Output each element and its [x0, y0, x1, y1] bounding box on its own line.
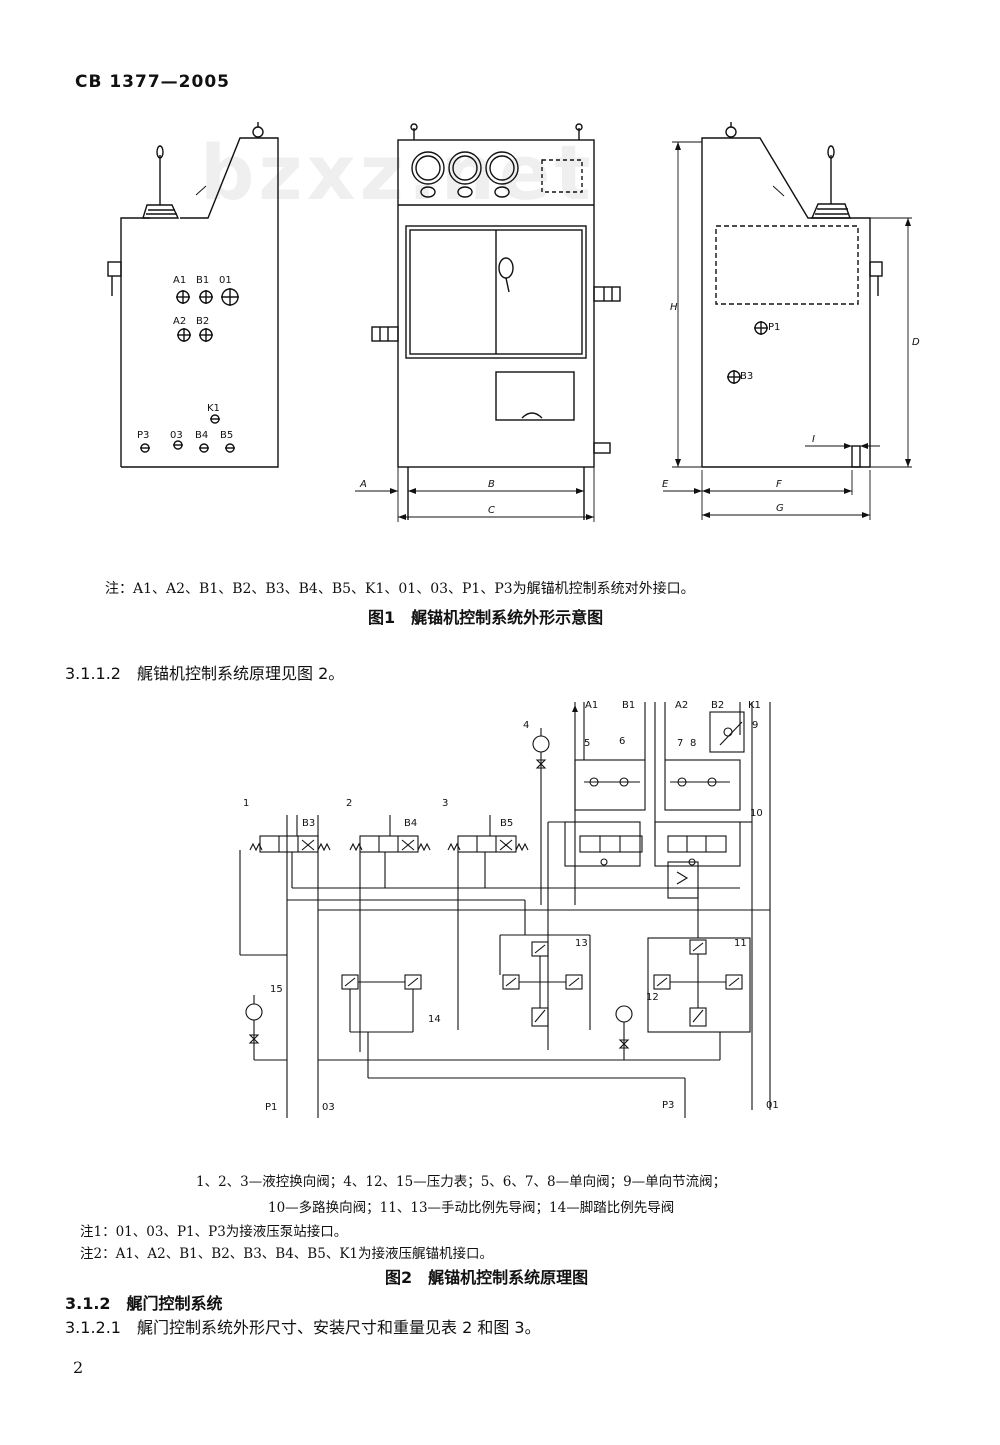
figure-1-drawing: A1 B1 01 A2 B2 K1 P3 03 B4 B5 P1 B3 A B …: [107, 122, 920, 522]
dim-b: B: [488, 479, 495, 490]
item-8: 8: [690, 738, 696, 749]
item-9: 9: [752, 720, 758, 731]
port-label-b5: B5: [220, 430, 233, 441]
item-2: 2: [346, 798, 352, 809]
port-label-b2: B2: [196, 316, 209, 327]
bottom-port-03: 03: [322, 1102, 335, 1113]
dim-i: I: [812, 434, 815, 445]
page-number: 2: [73, 1358, 84, 1377]
bottom-port-p3: P3: [662, 1100, 674, 1111]
port-label-p3: P3: [137, 430, 149, 441]
item-15: 15: [270, 984, 283, 995]
valve-port-b4: B4: [404, 818, 417, 829]
section-3-1-2-1: 3.1.2.1 艉门控制系统外形尺寸、安装尺寸和重量见表 2 和图 3。: [65, 1318, 541, 1337]
port-label-03: 03: [170, 430, 183, 441]
valve-port-b5: B5: [500, 818, 513, 829]
item-4: 4: [523, 720, 529, 731]
section-3-1-1-2: 3.1.1.2 艉锚机控制系统原理见图 2。: [65, 664, 345, 683]
dim-c: C: [488, 505, 495, 516]
figure-2-legend-1: 1、2、3—液控换向阀；4、12、15—压力表；5、6、7、8—单向阀；9—单向…: [196, 1174, 727, 1190]
item-14: 14: [428, 1014, 441, 1025]
top-port-b1: B1: [622, 700, 635, 711]
dim-f: F: [776, 479, 782, 490]
top-port-a2: A2: [675, 700, 688, 711]
item-1: 1: [243, 798, 249, 809]
port-label-k1: K1: [207, 403, 220, 414]
port-label-a1: A1: [173, 275, 186, 286]
port-label-01: 01: [219, 275, 232, 286]
top-port-a1: A1: [585, 700, 598, 711]
port-label-a2: A2: [173, 316, 186, 327]
port-label-b3: B3: [740, 371, 753, 382]
figure-2-note-1: 注1：01、03、P1、P3为接液压泵站接口。: [80, 1224, 348, 1240]
item-12: 12: [646, 992, 659, 1003]
item-11: 11: [734, 938, 747, 949]
section-3-1-2: 3.1.2 艉门控制系统: [65, 1294, 223, 1313]
figure-1-note: 注：A1、A2、B1、B2、B3、B4、B5、K1、01、03、P1、P3为艉锚…: [105, 581, 695, 597]
port-label-b4: B4: [195, 430, 208, 441]
item-7: 7: [677, 738, 683, 749]
item-5: 5: [584, 738, 590, 749]
top-port-b2: B2: [711, 700, 724, 711]
item-10: 10: [750, 808, 763, 819]
figure-1-caption: 图1 艉锚机控制系统外形示意图: [368, 608, 604, 627]
standard-code: CB 1377—2005: [75, 72, 230, 92]
port-label-p1: P1: [768, 322, 780, 333]
dim-e: E: [662, 479, 669, 490]
item-3: 3: [442, 798, 448, 809]
dim-a: A: [359, 479, 367, 490]
figure-2-note-2: 注2：A1、A2、B1、B2、B3、B4、B5、K1为接液压艉锚机接口。: [80, 1246, 493, 1262]
watermark: bzxz.net: [200, 128, 595, 217]
dim-d: D: [912, 337, 920, 348]
bottom-port-p1: P1: [265, 1102, 277, 1113]
figure-2-caption: 图2 艉锚机控制系统原理图: [385, 1268, 589, 1287]
valve-port-b3: B3: [302, 818, 315, 829]
item-6: 6: [619, 736, 625, 747]
top-port-k1: K1: [748, 700, 761, 711]
dim-g: G: [776, 503, 784, 514]
figure-2-legend-2: 10—多路换向阀；11、13—手动比例先导阀；14—脚踏比例先导阀: [268, 1200, 675, 1216]
port-label-b1: B1: [196, 275, 209, 286]
item-13: 13: [575, 938, 588, 949]
dim-h: H: [670, 302, 678, 313]
bottom-port-01: 01: [766, 1100, 779, 1111]
